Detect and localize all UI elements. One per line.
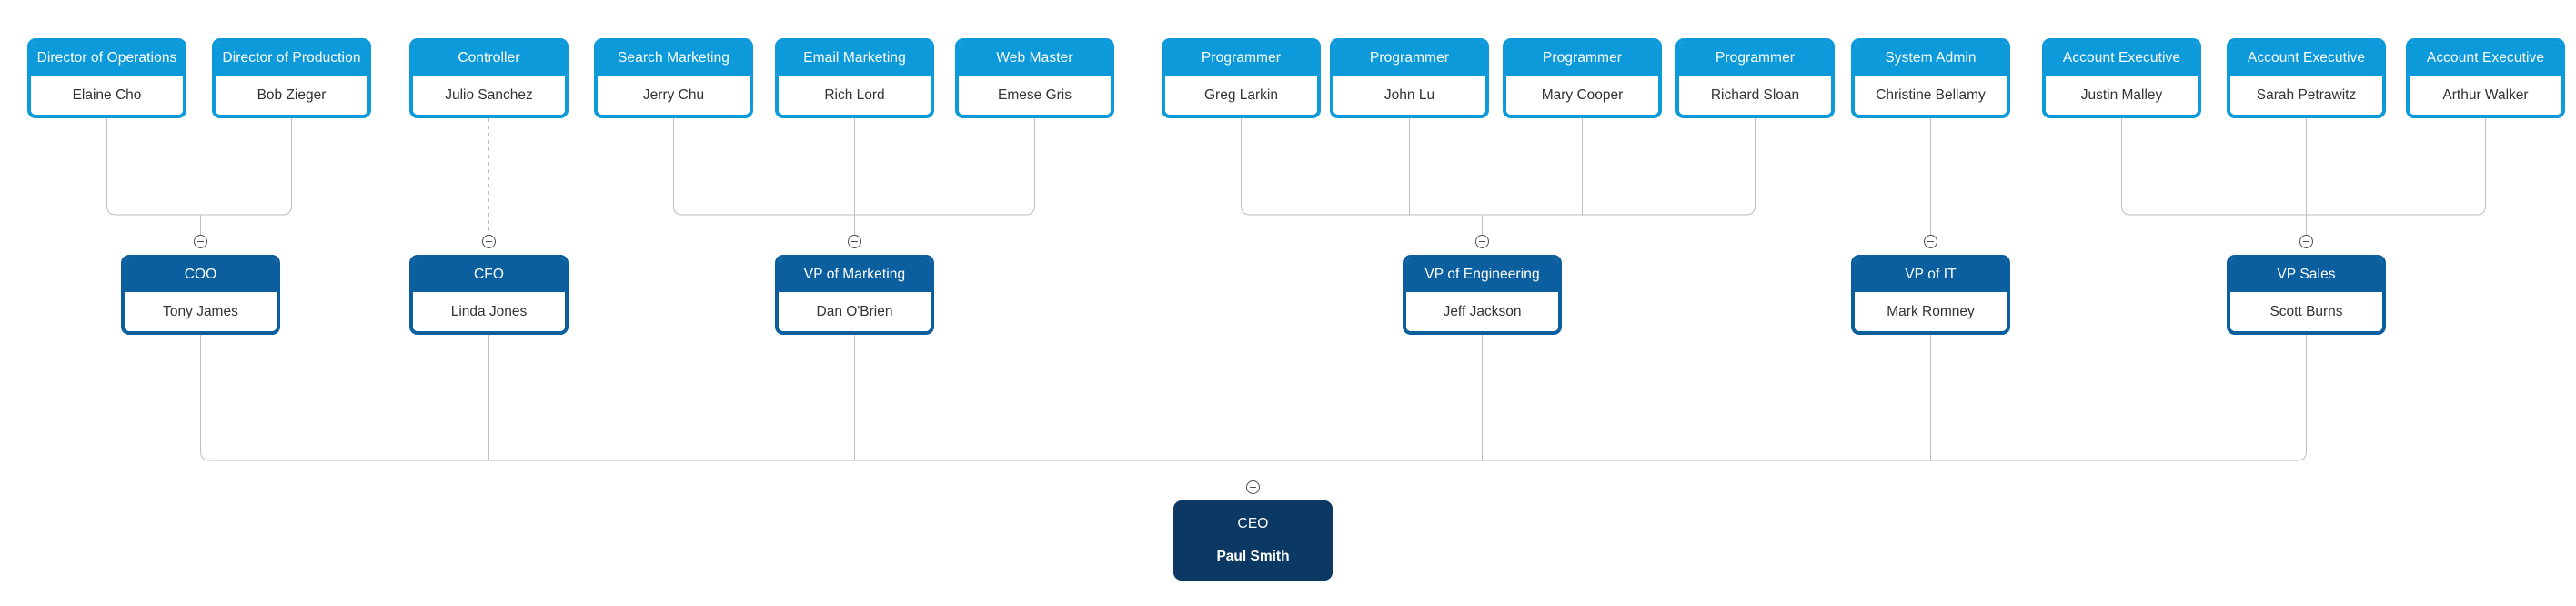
minus-circle-icon: [1927, 241, 1934, 242]
node-title: VP of IT: [1855, 258, 2007, 292]
node-title: Email Marketing: [779, 42, 931, 76]
node-person-name: Bob Zieger: [216, 75, 367, 115]
node-person-name: Paul Smith: [1175, 536, 1331, 579]
collapse-toggle-vpmk[interactable]: [848, 235, 861, 248]
node-person-name: Mark Romney: [1855, 291, 2007, 331]
collapse-toggle-coo[interactable]: [194, 235, 207, 248]
node-title: VP Sales: [2230, 258, 2382, 292]
node-title: Programmer: [1506, 42, 1658, 76]
minus-circle-icon: [1479, 241, 1485, 242]
node-person-name: Richard Sloan: [1679, 75, 1831, 115]
node-person-name: Emese Gris: [959, 75, 1111, 115]
node-person-name: Greg Larkin: [1165, 75, 1317, 115]
node-person-name: Rich Lord: [779, 75, 931, 115]
node-person-name: John Lu: [1333, 75, 1485, 115]
minus-circle-icon: [2303, 241, 2309, 242]
node-person-name: Dan O'Brien: [779, 291, 931, 331]
node-title: COO: [125, 258, 277, 292]
node-title: Director of Operations: [31, 42, 183, 76]
node-title: Programmer: [1165, 42, 1317, 76]
connector-line: [200, 450, 2307, 461]
node-person-name: Jeff Jackson: [1406, 291, 1558, 331]
node-title: VP of Marketing: [779, 258, 931, 292]
node-title: Web Master: [959, 42, 1111, 76]
node-person-name: Justin Malley: [2046, 75, 2198, 115]
node-title: Account Executive: [2410, 42, 2561, 76]
node-title: Search Marketing: [598, 42, 750, 76]
node-person-name: Elaine Cho: [31, 75, 183, 115]
minus-circle-icon: [851, 241, 858, 242]
node-title: VP of Engineering: [1406, 258, 1558, 292]
node-title: Programmer: [1333, 42, 1485, 76]
collapse-toggle-vpeng[interactable]: [1475, 235, 1489, 248]
connector-line: [2121, 205, 2486, 216]
node-title: Account Executive: [2046, 42, 2198, 76]
connector-line: [673, 205, 1035, 216]
node-person-name: Jerry Chu: [598, 75, 750, 115]
node-title: CFO: [413, 258, 565, 292]
node-person-name: Mary Cooper: [1506, 75, 1658, 115]
collapse-toggle-vpsl[interactable]: [2299, 235, 2313, 248]
node-person-name: Scott Burns: [2230, 291, 2382, 331]
connector-line: [1241, 205, 1756, 216]
node-person-name: Christine Bellamy: [1855, 75, 2007, 115]
collapse-toggle-ceo[interactable]: [1246, 480, 1260, 494]
node-title: CEO: [1175, 502, 1331, 537]
connector-line: [106, 205, 292, 216]
node-title: Controller: [413, 42, 565, 76]
minus-circle-icon: [486, 241, 492, 242]
node-title: Account Executive: [2230, 42, 2382, 76]
node-person-name: Sarah Petrawitz: [2230, 75, 2382, 115]
node-title: Director of Production: [216, 42, 367, 76]
node-person-name: Julio Sanchez: [413, 75, 565, 115]
minus-circle-icon: [197, 241, 204, 242]
collapse-toggle-cfo[interactable]: [482, 235, 496, 248]
node-title: System Admin: [1855, 42, 2007, 76]
minus-circle-icon: [1250, 487, 1256, 488]
node-person-name: Tony James: [125, 291, 277, 331]
node-title: Programmer: [1679, 42, 1831, 76]
collapse-toggle-vpit[interactable]: [1924, 235, 1937, 248]
node-person-name: Linda Jones: [413, 291, 565, 331]
node-person-name: Arthur Walker: [2410, 75, 2561, 115]
